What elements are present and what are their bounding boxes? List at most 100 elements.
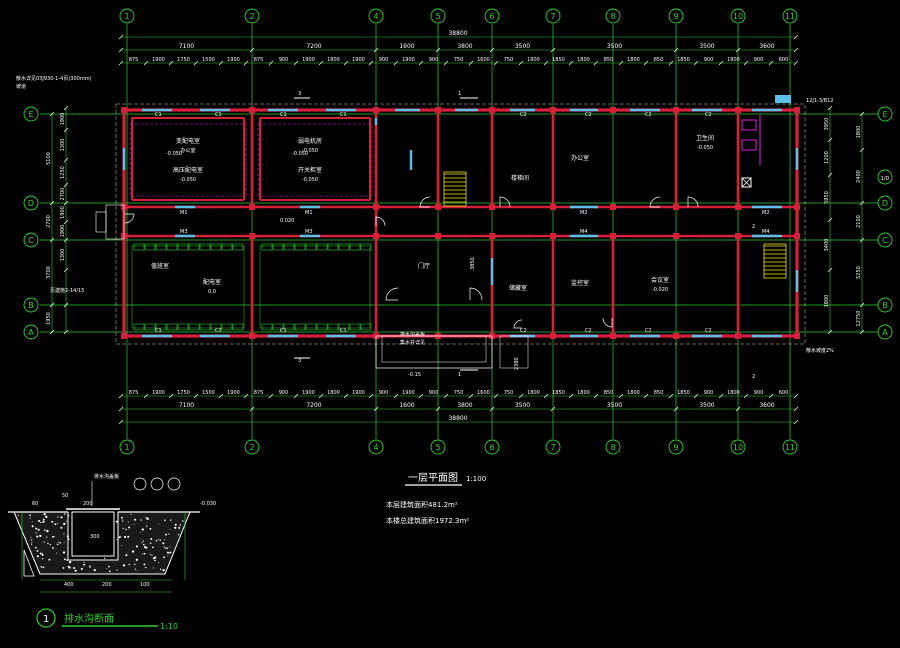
room-elevation: 办公室 bbox=[180, 147, 195, 154]
trench-cover bbox=[144, 323, 156, 331]
room-label: 弱电机房 bbox=[298, 137, 322, 145]
dim-bay-bottom: 7100 bbox=[179, 402, 194, 409]
axis-label-extra: 1/D bbox=[881, 176, 890, 182]
dim-tick bbox=[743, 393, 749, 399]
windows bbox=[122, 95, 799, 338]
hatch-dot bbox=[45, 515, 48, 519]
room-label: 值班室 bbox=[151, 262, 169, 270]
hatch-dot bbox=[158, 523, 160, 525]
section-depth-label: 300 bbox=[90, 534, 100, 540]
hatch-dot bbox=[29, 514, 31, 517]
opening-tag: C1 bbox=[280, 328, 287, 334]
column bbox=[435, 107, 441, 113]
dim-detail-top: 900 bbox=[379, 57, 389, 63]
dim-left-row: 5100 bbox=[46, 152, 52, 165]
hatch-dot bbox=[130, 513, 132, 515]
dim-tick-v bbox=[859, 302, 865, 308]
dim-bay-top: 3500 bbox=[607, 43, 622, 50]
door-swing bbox=[649, 196, 661, 208]
dim-tick bbox=[718, 60, 724, 66]
axis-bubble-right bbox=[877, 106, 893, 122]
hatch-dot bbox=[133, 523, 135, 525]
dim-detail-top: 1900 bbox=[152, 57, 165, 63]
axis-label-right: C bbox=[882, 236, 888, 245]
section-mark: 1 bbox=[458, 372, 461, 378]
opening-tag: C2 bbox=[585, 328, 592, 334]
column bbox=[673, 107, 679, 113]
column bbox=[794, 333, 800, 339]
axis-label-top: 2 bbox=[249, 12, 254, 21]
dim-left-detail: 1900 bbox=[60, 225, 66, 238]
hatch-dot bbox=[164, 539, 166, 541]
axis-label-bottom: 11 bbox=[785, 443, 795, 452]
hatch-dot bbox=[149, 527, 152, 530]
dim-tick bbox=[693, 60, 699, 66]
hatch-dot bbox=[30, 536, 32, 538]
axis-label-left: E bbox=[28, 110, 33, 119]
outline-dashed bbox=[115, 103, 806, 345]
hatch-dot bbox=[134, 563, 136, 566]
hatch-dot bbox=[162, 542, 165, 545]
axis-bubble-right bbox=[877, 297, 893, 313]
hatch-dot bbox=[164, 519, 166, 521]
hatch-dot bbox=[108, 570, 111, 573]
dim-tick bbox=[373, 406, 379, 412]
hatch-dot bbox=[166, 551, 169, 554]
trench-cover bbox=[155, 323, 167, 331]
section-mark: 3 bbox=[298, 91, 301, 97]
opening-tag: C2 bbox=[645, 328, 652, 334]
column bbox=[489, 204, 495, 210]
dim-detail-top: 900 bbox=[754, 57, 764, 63]
axis-bubble-left bbox=[23, 324, 39, 340]
hatch-dot bbox=[89, 565, 91, 568]
opening-tag: C2 bbox=[645, 112, 652, 118]
hatch-dot bbox=[104, 557, 106, 559]
trench-cover bbox=[144, 243, 156, 251]
axis-label-top: 9 bbox=[673, 12, 678, 21]
dim-bay-bottom: 3500 bbox=[607, 402, 622, 409]
room-dashed-1 bbox=[129, 123, 247, 197]
hatch-dot bbox=[67, 538, 70, 541]
hatch-dot bbox=[120, 535, 122, 537]
opening-tag: C1 bbox=[215, 112, 222, 118]
dim-bay-bottom: 3500 bbox=[699, 402, 714, 409]
dim-tick bbox=[393, 393, 399, 399]
dim-detail-top: 1800 bbox=[727, 57, 740, 63]
door-swing bbox=[687, 196, 699, 208]
column bbox=[610, 107, 616, 113]
opening-tag: C2 bbox=[705, 112, 712, 118]
hatch-dot bbox=[55, 552, 57, 554]
hatch-dot bbox=[106, 568, 108, 570]
trench-cover bbox=[188, 243, 200, 251]
hatch-dot bbox=[57, 516, 59, 518]
hatch-dot bbox=[159, 568, 162, 571]
column bbox=[435, 204, 441, 210]
dim-right-row: 5250 bbox=[856, 266, 862, 279]
hatch-dot bbox=[60, 526, 63, 529]
axis-label-bottom: 9 bbox=[673, 443, 678, 452]
hatch-dot bbox=[165, 533, 167, 536]
hatch-dot bbox=[43, 541, 45, 543]
dim-tick-v bbox=[49, 329, 55, 335]
hatch-dot bbox=[142, 540, 144, 542]
dim-tick-v bbox=[859, 237, 865, 243]
column bbox=[489, 107, 495, 113]
axis-bubble-top bbox=[368, 8, 384, 24]
dim-detail-top: 1800 bbox=[627, 57, 640, 63]
dim-tick bbox=[435, 406, 441, 412]
dim-bay-bottom: 3800 bbox=[457, 402, 472, 409]
axis-label-top: 7 bbox=[550, 12, 555, 21]
trench-cover bbox=[221, 323, 233, 331]
dim-tick bbox=[793, 34, 799, 40]
dim-tick bbox=[543, 60, 549, 66]
hatch-dot bbox=[163, 546, 165, 548]
hatch-dot bbox=[44, 529, 46, 531]
opening-tag: C1 bbox=[155, 112, 162, 118]
dim-tick-v bbox=[827, 217, 833, 223]
dim-bay-bottom: 3600 bbox=[759, 402, 774, 409]
dim-tick bbox=[168, 60, 174, 66]
dim-left-detail: 1250 bbox=[60, 166, 66, 179]
